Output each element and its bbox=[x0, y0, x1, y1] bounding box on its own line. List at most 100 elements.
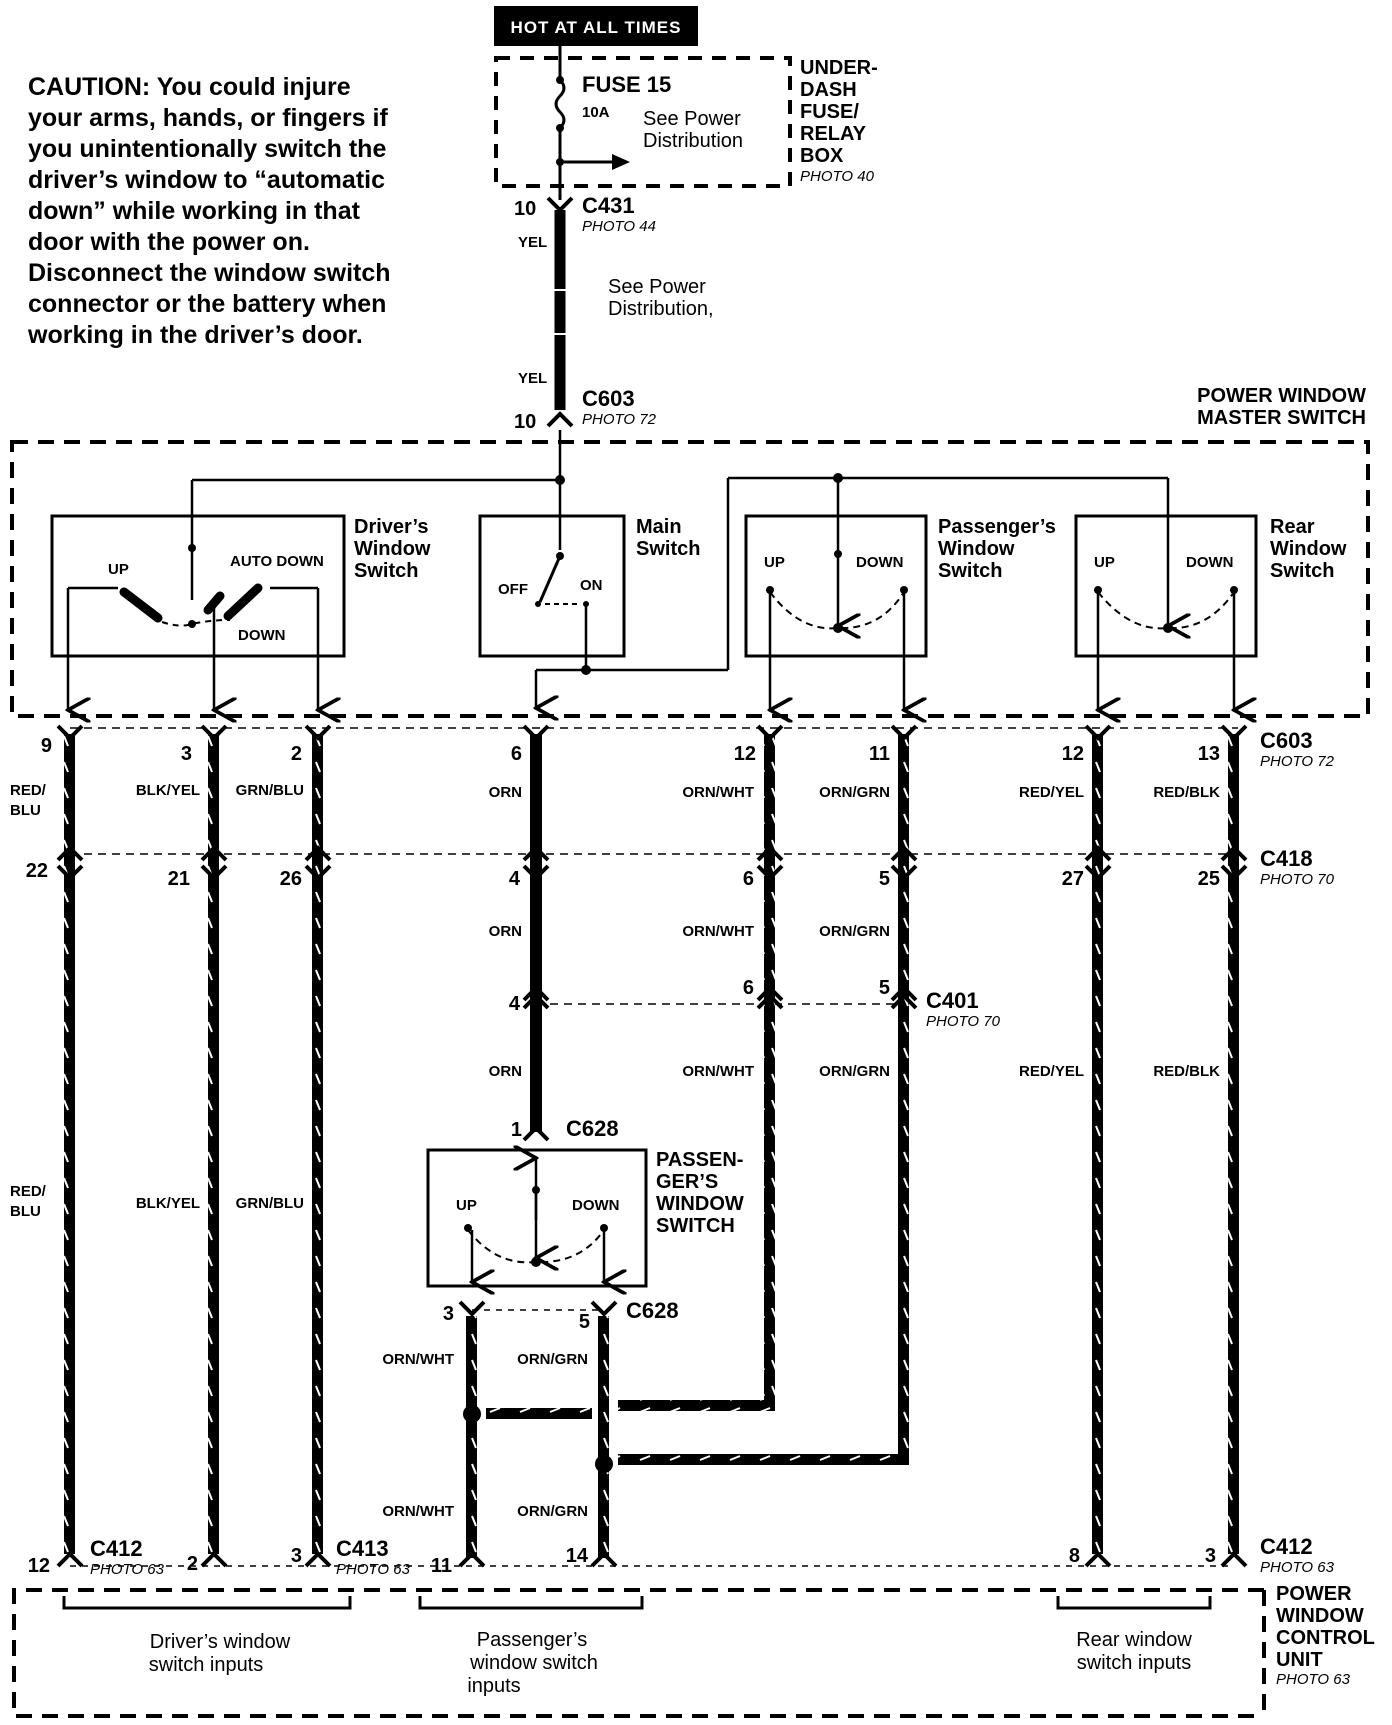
svg-text:ORN: ORN bbox=[489, 784, 522, 801]
pass-switch-label-2: GER’S bbox=[656, 1171, 718, 1193]
svg-text:2: 2 bbox=[187, 1553, 198, 1575]
svg-text:3: 3 bbox=[291, 1545, 302, 1567]
svg-text:ORN: ORN bbox=[489, 923, 522, 940]
passenger-switch-label-2: Window bbox=[938, 538, 1015, 560]
main-switch-blade bbox=[538, 555, 562, 603]
passenger-inputs-bracket bbox=[418, 1596, 644, 1610]
driver-down-label: DOWN bbox=[238, 627, 286, 644]
svg-text:1: 1 bbox=[511, 1119, 522, 1141]
driver-auto-down-label: AUTO DOWN bbox=[230, 553, 324, 570]
svg-text:RED/YEL: RED/YEL bbox=[1019, 784, 1084, 801]
control-unit-photo: PHOTO 63 bbox=[1276, 1671, 1351, 1688]
svg-text:ORN/GRN: ORN/GRN bbox=[819, 923, 890, 940]
fuse-box-photo: PHOTO 40 bbox=[800, 168, 875, 185]
svg-text:ORN/GRN: ORN/GRN bbox=[517, 1503, 588, 1520]
svg-text:6: 6 bbox=[743, 977, 754, 999]
master-rear-switch-box bbox=[1074, 514, 1258, 658]
main-switch-box bbox=[478, 514, 626, 658]
svg-text:13: 13 bbox=[1198, 743, 1220, 765]
svg-text:BLK/YEL: BLK/YEL bbox=[136, 782, 200, 799]
passenger-down-label: DOWN bbox=[856, 554, 904, 571]
fuse-box-label-4: RELAY bbox=[800, 123, 867, 145]
svg-text:12: 12 bbox=[28, 1555, 50, 1577]
c431-pin: 10 bbox=[514, 198, 536, 220]
svg-text:21: 21 bbox=[168, 868, 190, 890]
wire-grn-blu bbox=[312, 734, 323, 1554]
rear-up-label: UP bbox=[1094, 554, 1115, 571]
pass-switch-label-3: WINDOW bbox=[656, 1193, 744, 1215]
control-unit-title-1: POWER bbox=[1276, 1583, 1352, 1605]
svg-text:BLU: BLU bbox=[10, 802, 41, 819]
svg-text:ORN/WHT: ORN/WHT bbox=[382, 1503, 454, 1520]
svg-text:22: 22 bbox=[26, 860, 48, 882]
control-unit-outline bbox=[12, 1588, 1264, 1718]
main-switch-label-2: Switch bbox=[636, 538, 700, 560]
passenger-switch-label-3: Switch bbox=[938, 560, 1002, 582]
pass-orn-grn-lower bbox=[598, 1316, 609, 1558]
passenger-inputs-label-3: inputs bbox=[467, 1675, 520, 1697]
fuse-box-label-2: DASH bbox=[800, 79, 857, 101]
svg-text:3: 3 bbox=[181, 743, 192, 765]
c431-label: C431 bbox=[582, 193, 635, 218]
rear-inputs-label-1: Rear window bbox=[1076, 1629, 1192, 1651]
svg-text:RED/YEL: RED/YEL bbox=[1019, 1063, 1084, 1080]
pin-numbers: 9 3 2 6 12 11 12 13 22 21 26 4 6 5 27 25… bbox=[26, 735, 1220, 1577]
svg-text:RED/BLK: RED/BLK bbox=[1153, 784, 1220, 801]
underdash-fuse-box-outline bbox=[494, 56, 792, 188]
svg-text:ORN/GRN: ORN/GRN bbox=[819, 784, 890, 801]
passenger-inputs-label-1: Passenger’s bbox=[477, 1629, 587, 1651]
c412-left-label: C412 bbox=[90, 1536, 143, 1561]
driver-inputs-label-2: switch inputs bbox=[149, 1654, 264, 1676]
c431-photo: PHOTO 44 bbox=[582, 218, 656, 235]
c401-label: C401 bbox=[926, 988, 979, 1013]
driver-window-switch-box bbox=[50, 514, 346, 658]
c412-right-photo: PHOTO 63 bbox=[1260, 1559, 1335, 1576]
driver-inputs-bracket bbox=[62, 1596, 352, 1610]
splice-orn-wht bbox=[463, 1405, 481, 1423]
main-switch-label-1: Main bbox=[636, 516, 682, 538]
main-on-label: ON bbox=[580, 577, 603, 594]
svg-text:4: 4 bbox=[509, 993, 521, 1015]
wire-labels: RED/ BLU BLK/YEL GRN/BLU ORN ORN/WHT ORN… bbox=[10, 782, 1220, 1520]
splice-orn-grn bbox=[595, 1455, 613, 1473]
passenger-switch-label-1: Passenger’s bbox=[938, 516, 1056, 538]
c628-top-label: C628 bbox=[566, 1116, 619, 1141]
pass-switch-label-1: PASSEN- bbox=[656, 1149, 743, 1171]
c413-photo: PHOTO 63 bbox=[336, 1561, 411, 1578]
svg-text:6: 6 bbox=[511, 743, 522, 765]
rear-inputs-label-2: switch inputs bbox=[1077, 1652, 1192, 1674]
control-unit-title-2: WINDOW bbox=[1276, 1605, 1364, 1627]
master-passenger-switch-box bbox=[744, 514, 928, 658]
control-unit-title-4: UNIT bbox=[1276, 1649, 1323, 1671]
rear-down-label: DOWN bbox=[1186, 554, 1234, 571]
driver-switch-label-2: Window bbox=[354, 538, 431, 560]
svg-text:11: 11 bbox=[431, 1555, 452, 1577]
fuse-note-2: Distribution bbox=[643, 130, 743, 152]
feed-see-1: See Power bbox=[608, 276, 706, 298]
connector-chevrons bbox=[56, 724, 1248, 1568]
wire-orn-wht bbox=[618, 734, 775, 1411]
c603-feed-label: C603 bbox=[582, 386, 635, 411]
svg-text:ORN/WHT: ORN/WHT bbox=[382, 1351, 454, 1368]
svg-text:25: 25 bbox=[1198, 868, 1220, 890]
rear-switch-label-3: Switch bbox=[1270, 560, 1334, 582]
c603-photo: PHOTO 72 bbox=[1260, 753, 1335, 770]
svg-text:27: 27 bbox=[1062, 868, 1084, 890]
svg-text:BLU: BLU bbox=[10, 1203, 41, 1220]
wire-red-blu bbox=[64, 734, 75, 1554]
hot-at-all-times-box bbox=[494, 6, 698, 46]
svg-text:8: 8 bbox=[1069, 1545, 1080, 1567]
svg-text:ORN/GRN: ORN/GRN bbox=[517, 1351, 588, 1368]
main-off-label: OFF bbox=[498, 581, 528, 598]
rear-switch-label-2: Window bbox=[1270, 538, 1347, 560]
svg-text:5: 5 bbox=[879, 868, 890, 890]
c418-photo: PHOTO 70 bbox=[1260, 871, 1335, 888]
svg-text:12: 12 bbox=[1062, 743, 1084, 765]
pass-down-label: DOWN bbox=[572, 1197, 620, 1214]
driver-up-label: UP bbox=[108, 561, 129, 578]
driver-up-contact bbox=[119, 587, 163, 623]
c603-feed-pin: 10 bbox=[514, 411, 536, 433]
svg-text:ORN/WHT: ORN/WHT bbox=[682, 923, 754, 940]
svg-text:BLK/YEL: BLK/YEL bbox=[136, 1195, 200, 1212]
see-distribution-arrow bbox=[612, 154, 630, 170]
